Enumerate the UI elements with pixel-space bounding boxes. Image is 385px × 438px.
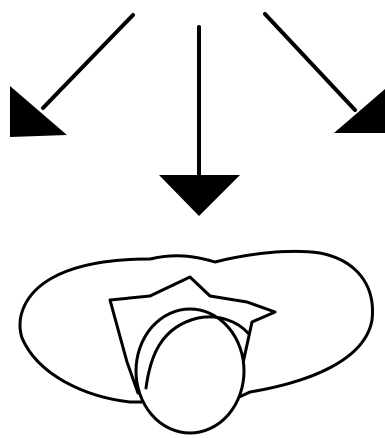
head-outline [136, 309, 244, 433]
